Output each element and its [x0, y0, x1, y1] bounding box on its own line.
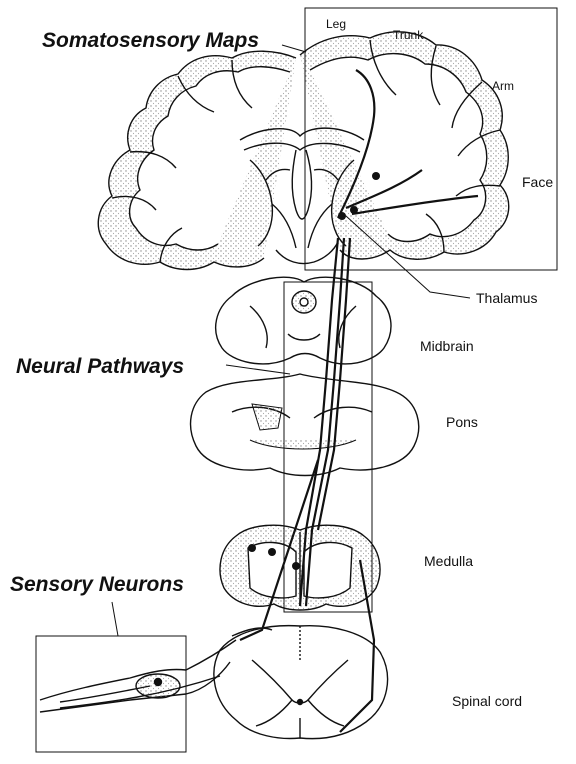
- dorsal-root-ganglion: [40, 640, 236, 712]
- pons-label: Pons: [446, 414, 478, 430]
- neural-pathways-label: Neural Pathways: [16, 355, 184, 379]
- cerebral-cortex-section: [98, 32, 508, 270]
- spinal-cord-section: [214, 626, 388, 739]
- midbrain-section: [216, 277, 391, 364]
- sensory-neurons-label: Sensory Neurons: [10, 573, 184, 597]
- medulla-label: Medulla: [424, 553, 473, 569]
- thalamus-label: Thalamus: [476, 290, 537, 306]
- cortex-label-arm: Arm: [492, 79, 514, 93]
- pons-section: [191, 374, 419, 476]
- cortex-label-trunk: Trunk: [393, 28, 423, 42]
- midbrain-label: Midbrain: [420, 338, 474, 354]
- spinal-cord-label: Spinal cord: [452, 693, 522, 709]
- somatosensory-maps-label: Somatosensory Maps: [42, 29, 259, 53]
- cortex-label-leg: Leg: [326, 17, 346, 31]
- cortex-label-face: Face: [522, 174, 553, 190]
